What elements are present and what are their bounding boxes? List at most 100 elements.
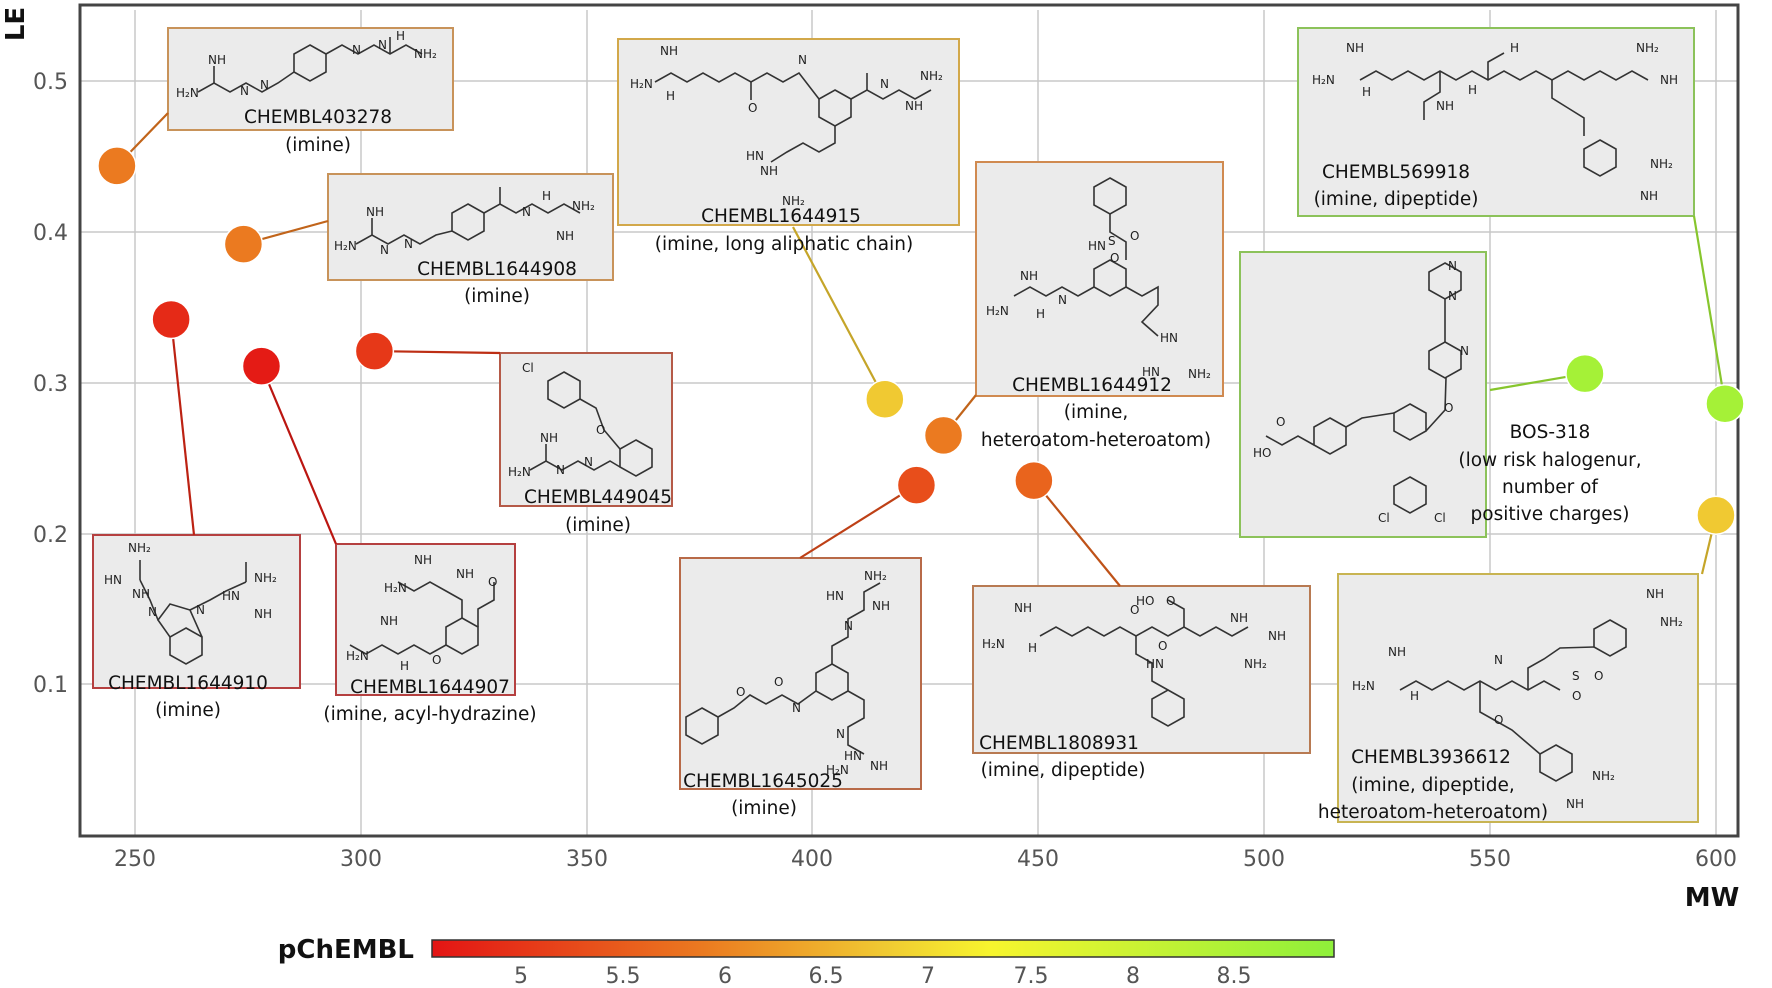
x-axis-title: MW <box>1685 883 1740 913</box>
compound-note: (imine) <box>565 515 631 536</box>
svg-text:H: H <box>666 89 675 103</box>
x-tick-label: 300 <box>340 847 382 872</box>
compound-note: (low risk halogenur, <box>1458 450 1641 471</box>
leader-line <box>374 349 501 355</box>
data-point <box>97 146 137 186</box>
svg-text:N: N <box>380 243 389 257</box>
data-point <box>223 224 264 264</box>
data-point <box>241 346 282 386</box>
y-axis-title: LE <box>1 7 31 41</box>
svg-text:NH₂: NH₂ <box>572 199 595 213</box>
svg-text:N: N <box>836 727 845 741</box>
svg-text:NH: NH <box>1436 99 1454 113</box>
svg-text:H₂N: H₂N <box>1312 73 1335 87</box>
svg-text:NH: NH <box>1660 73 1678 87</box>
molecule-structure <box>1013 177 1159 337</box>
compound-label: CHEMBL1644910 <box>108 673 268 694</box>
data-point <box>1014 460 1054 501</box>
svg-text:NH: NH <box>414 553 432 567</box>
molecule-structure <box>139 560 247 665</box>
svg-text:NH₂: NH₂ <box>782 194 805 208</box>
svg-text:NH: NH <box>872 599 890 613</box>
leader-line <box>1033 479 1121 587</box>
svg-text:HO: HO <box>1253 446 1271 460</box>
compound-note: positive charges) <box>1471 504 1630 525</box>
svg-text:HN: HN <box>826 589 844 603</box>
colorbar-tick-label: 5 <box>514 964 528 988</box>
svg-text:H: H <box>1362 85 1371 99</box>
compound-note: (imine, <box>1064 402 1129 423</box>
svg-text:S: S <box>1572 669 1580 683</box>
compound-note: (imine, long aliphatic chain) <box>655 234 913 255</box>
structure-box <box>335 543 516 696</box>
molecule-structure <box>1265 262 1462 514</box>
svg-text:O: O <box>1444 401 1453 415</box>
svg-text:S: S <box>1108 234 1116 248</box>
molecule-structure <box>529 371 653 477</box>
svg-text:H: H <box>1468 83 1477 97</box>
structure-box <box>972 585 1311 754</box>
data-point <box>923 415 964 456</box>
molecule-structure <box>197 37 423 93</box>
svg-text:HN: HN <box>1146 657 1164 671</box>
compound-label: CHEMBL1644915 <box>701 206 861 227</box>
svg-text:O: O <box>488 575 497 589</box>
svg-text:O: O <box>432 653 441 667</box>
structure-box <box>327 173 614 281</box>
svg-text:HO: HO <box>1136 594 1154 608</box>
molecule-structure <box>685 582 881 755</box>
leader-line <box>799 484 918 559</box>
svg-text:H₂N: H₂N <box>508 465 531 479</box>
svg-text:N: N <box>522 205 531 219</box>
compound-label: CHEMBL1644908 <box>417 259 577 280</box>
compound-note: number of <box>1502 477 1598 498</box>
compound-note: (imine) <box>731 798 797 819</box>
svg-text:NH₂: NH₂ <box>1660 615 1683 629</box>
svg-text:O: O <box>748 101 757 115</box>
structure-box <box>499 352 673 507</box>
svg-text:N: N <box>844 619 853 633</box>
svg-text:HN: HN <box>746 149 764 163</box>
svg-text:H: H <box>1036 307 1045 321</box>
svg-text:N: N <box>1460 344 1469 358</box>
svg-text:Cl: Cl <box>1378 511 1390 525</box>
svg-text:H: H <box>1410 689 1419 703</box>
compound-label: CHEMBL1645025 <box>683 771 843 792</box>
svg-text:NH: NH <box>660 44 678 58</box>
svg-text:NH₂: NH₂ <box>1592 769 1615 783</box>
svg-text:N: N <box>352 43 361 57</box>
compound-note: (imine) <box>285 135 351 156</box>
compound-note: (imine, acyl-hydrazine) <box>323 704 536 725</box>
compound-label: CHEMBL449045 <box>524 487 672 508</box>
colorbar-tick-label: 6.5 <box>809 964 844 988</box>
svg-text:NH: NH <box>1014 601 1032 615</box>
compound-note: heteroatom-heteroatom) <box>1318 802 1548 823</box>
structure-box <box>92 534 301 689</box>
x-tick-label: 350 <box>566 847 608 872</box>
svg-text:O: O <box>1130 229 1139 243</box>
x-tick-label: 250 <box>114 847 156 872</box>
x-tick-labels: 250 300 350 400 450 500 550 600 <box>114 847 1737 872</box>
svg-text:N: N <box>378 38 387 52</box>
y-tick-label: 0.3 <box>33 372 68 397</box>
molecule-structure <box>1359 52 1649 177</box>
colorbar-tick-label: 6 <box>718 964 732 988</box>
svg-text:NH: NH <box>760 164 778 178</box>
svg-text:N: N <box>1494 653 1503 667</box>
colorbar-gradient <box>431 939 1335 958</box>
molecule-structure <box>349 581 495 655</box>
structure-box <box>975 161 1224 397</box>
svg-text:NH: NH <box>132 587 150 601</box>
svg-text:N: N <box>1058 293 1067 307</box>
svg-text:H₂N: H₂N <box>334 239 357 253</box>
leader-line <box>792 226 886 400</box>
svg-text:N: N <box>556 463 565 477</box>
colorbar: pChEMBL 5 5.5 6 6.5 7 7.5 8 8.5 <box>278 935 1335 988</box>
svg-text:HN: HN <box>1088 239 1106 253</box>
svg-text:NH: NH <box>1020 269 1038 283</box>
compound-label: BOS-318 <box>1510 422 1591 443</box>
molecule-structure <box>654 71 932 163</box>
